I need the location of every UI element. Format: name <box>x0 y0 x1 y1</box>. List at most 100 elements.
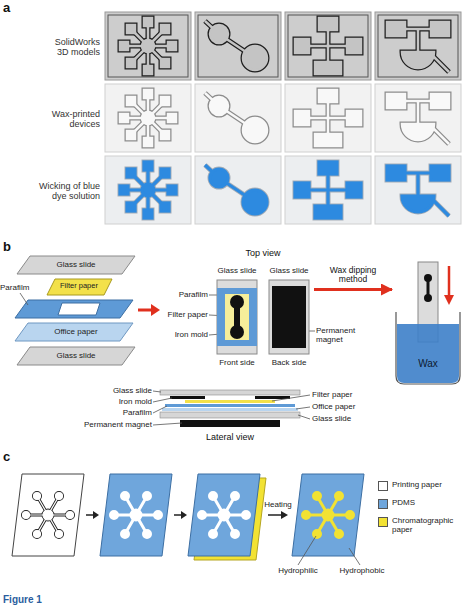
model-cell <box>375 12 461 80</box>
model-cell-part <box>375 12 461 80</box>
wax-device-cell <box>285 84 371 152</box>
legend-swatch <box>378 517 388 527</box>
leader-lines-part <box>153 406 167 413</box>
model-cell-part <box>387 22 449 72</box>
wicking-cell-part <box>120 162 176 218</box>
side-label: Back side <box>264 358 314 367</box>
model-cell-part <box>378 15 458 77</box>
wax-device-cell-part <box>120 90 176 146</box>
wax-device-cell-part <box>285 84 371 152</box>
region-label: Hydrophobic <box>332 566 392 575</box>
model-cell-part <box>205 21 267 70</box>
model-cell-part <box>120 18 176 74</box>
step-arrow-part <box>93 511 99 519</box>
exploded-stack-part <box>15 300 133 318</box>
process-label: Heating <box>256 500 300 509</box>
fabrication-step-part <box>12 474 84 556</box>
fabrication-step-part <box>292 474 364 556</box>
wicking-cell-part <box>375 156 461 224</box>
wicking-cell-part <box>120 162 176 218</box>
part-label: Permanent magnet <box>70 420 152 429</box>
part-label: Iron mold <box>158 330 208 339</box>
lateral-stack-part <box>170 396 205 399</box>
lateral-stack-part <box>255 396 290 399</box>
part-label: Glass slide <box>312 414 392 423</box>
exploded-stack-part <box>58 303 100 315</box>
wax-device-cell <box>375 84 461 152</box>
fabrication-step-part <box>199 493 250 538</box>
slide-label: Glass slide <box>212 266 262 275</box>
wax-device-cell-part <box>295 90 361 146</box>
leader-lines-part <box>296 407 310 409</box>
wicking-cell-part <box>285 156 371 224</box>
row-label: Wax-printed devices <box>45 109 100 130</box>
leader-lines-part <box>349 548 360 565</box>
wax-beaker-shape-part <box>397 324 459 383</box>
wicking-cell <box>195 156 281 224</box>
wax-device-cell-part <box>387 94 449 144</box>
wicking-cell-part <box>205 165 267 214</box>
wicking-cell-part <box>205 165 267 214</box>
back-view-slide-shape-part <box>269 280 309 354</box>
leader-lines-part <box>298 536 316 565</box>
fabrication-step-part <box>100 474 172 556</box>
wicking-cell-part <box>105 156 191 224</box>
front-view-slide-shape <box>212 262 262 372</box>
exploded-stack-part <box>17 256 135 274</box>
wicking-cell <box>375 156 461 224</box>
fabrication-step-part <box>23 493 74 538</box>
view-title: Lateral view <box>180 432 280 442</box>
back-view-slide-shape <box>264 262 314 372</box>
layer-label: Filter paper <box>47 282 111 291</box>
red-arrow-part <box>138 309 152 312</box>
red-arrow-part <box>151 304 160 316</box>
wicking-cell-part <box>295 162 361 218</box>
fabrication-step-part <box>111 493 162 538</box>
legend-swatch <box>378 499 388 509</box>
wax-device-cell <box>195 84 281 152</box>
wicking-cell-part <box>387 166 449 216</box>
model-cell <box>105 12 191 80</box>
fabrication-step <box>292 474 364 556</box>
lateral-stack-part <box>185 400 275 403</box>
step-arrow-part <box>281 511 288 519</box>
wax-device-cell-part <box>205 93 267 142</box>
step-arrow-part <box>174 514 182 516</box>
leader-lines-part <box>153 398 172 402</box>
lateral-stack-part <box>165 404 295 407</box>
front-view-slide-shape-part <box>225 294 249 340</box>
front-view-slide-shape-part <box>217 280 257 354</box>
front-view-slide: Glass slideFront side <box>212 262 262 372</box>
row-label: Wicking of blue dye solution <box>30 181 100 202</box>
exploded-stack-part <box>15 323 133 341</box>
layer-label: Glass slide <box>40 351 112 360</box>
row-label: SolidWorks 3D models <box>45 37 100 58</box>
legend-swatch <box>378 481 388 491</box>
model-cell-part <box>288 15 368 77</box>
step-arrow <box>86 511 99 519</box>
process-arrow <box>314 288 392 291</box>
part-label: Filter paper <box>312 390 392 399</box>
wax-beaker-shape-part <box>444 295 454 305</box>
wicking-cell-part <box>387 166 449 216</box>
wicking-cell-part <box>295 162 361 218</box>
figure-caption: Figure 1 <box>3 594 123 606</box>
leader-lines-part <box>298 415 310 419</box>
back-view-slide-shape-part <box>272 286 306 348</box>
model-cell-part <box>387 22 449 72</box>
part-label: Glass slide <box>70 386 152 395</box>
back-view-slide: Glass slideBack side <box>264 262 314 372</box>
part-label: Iron mold <box>70 397 152 406</box>
wicking-cell-part <box>195 156 281 224</box>
red-arrow <box>138 304 160 316</box>
fabrication-step <box>12 474 84 556</box>
model-cell-part <box>295 18 361 74</box>
wicking-cell <box>285 156 371 224</box>
model-cell <box>285 12 371 80</box>
wax-beaker: Wax <box>392 258 464 386</box>
wax-device-cell-part <box>295 90 361 146</box>
panel-letter: b <box>3 240 17 255</box>
exploded-stack-part <box>20 293 28 305</box>
region-label: Hydrophilic <box>270 566 326 575</box>
